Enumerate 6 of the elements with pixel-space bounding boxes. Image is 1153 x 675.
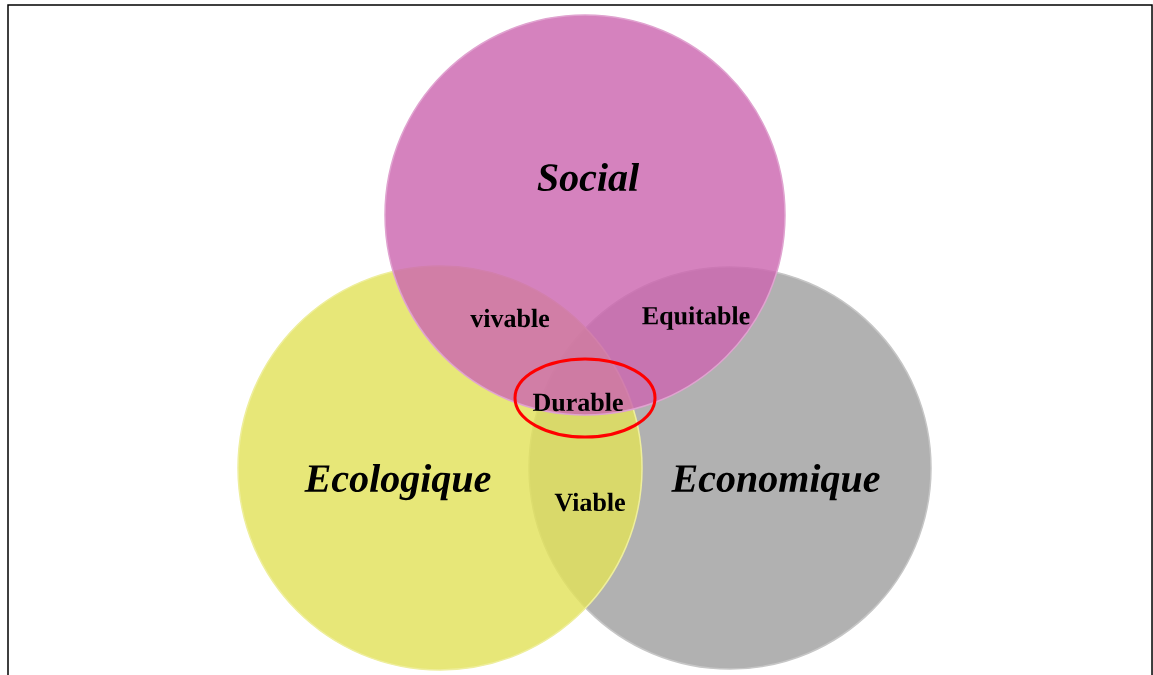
circle-label: Social <box>537 162 640 192</box>
overlap-label: Equitable <box>642 306 750 330</box>
circle-label: Economique <box>671 463 880 501</box>
overlap-label: vivable <box>470 308 550 328</box>
circle-label: Ecologique <box>304 463 491 501</box>
overlap-label: Viable <box>554 492 625 512</box>
